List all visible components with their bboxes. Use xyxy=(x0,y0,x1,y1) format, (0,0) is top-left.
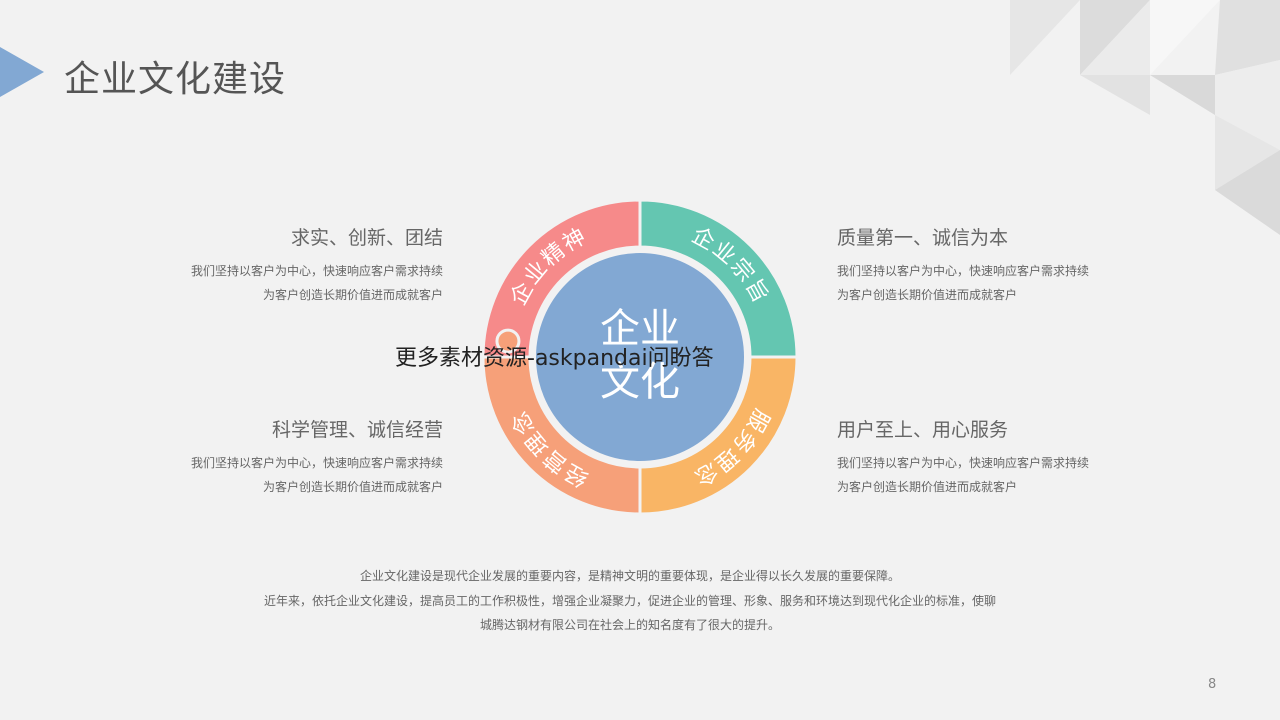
center-label: 企业 xyxy=(600,306,680,352)
decorative-triangles xyxy=(1010,0,1280,235)
page-title: 企业文化建设 xyxy=(64,59,287,100)
text-bl: 我们坚持以客户为中心，快速响应客户需求持续为客户创造长期价值进而成就客户 xyxy=(190,456,443,494)
center-circle xyxy=(536,253,744,461)
heading-bl: 科学管理、诚信经营 xyxy=(271,419,443,441)
text-br: 我们坚持以客户为中心，快速响应客户需求持续为客户创造长期价值进而成就客户 xyxy=(837,456,1090,494)
culture-ring-diagram: 企业精神企业宗旨服务理念经营理念企业文化 xyxy=(481,198,799,516)
watermark-text: 更多素材资源-askpandai问盼答 xyxy=(395,346,714,371)
title-arrow-icon xyxy=(0,47,44,97)
heading-tl: 求实、创新、团结 xyxy=(290,227,443,249)
text-tl: 我们坚持以客户为中心，快速响应客户需求持续为客户创造长期价值进而成就客户 xyxy=(190,264,443,302)
text-tr: 我们坚持以客户为中心，快速响应客户需求持续为客户创造长期价值进而成就客户 xyxy=(837,264,1090,302)
center-label: 文化 xyxy=(600,359,680,405)
puzzle-knob xyxy=(495,328,521,354)
summary-paragraph: 企业文化建设是现代企业发展的重要内容，是精神文明的重要体现，是企业得以长久发展的… xyxy=(263,569,996,632)
heading-tr: 质量第一、诚信为本 xyxy=(837,227,1009,249)
page-number: 8 xyxy=(1208,677,1217,692)
heading-br: 用户至上、用心服务 xyxy=(837,419,1009,441)
